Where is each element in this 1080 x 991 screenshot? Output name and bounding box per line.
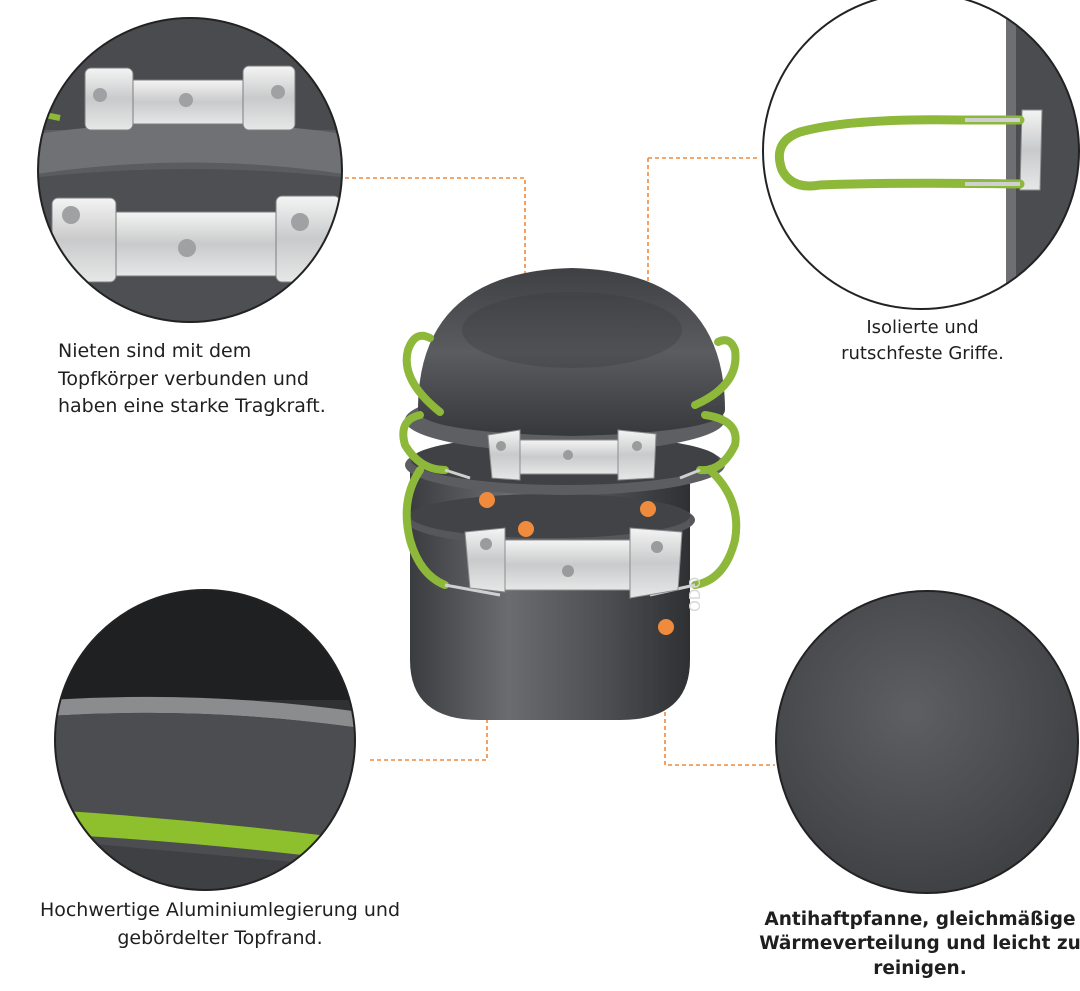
detail-circle-handles (762, 0, 1080, 310)
caption-coating-line-1: Antihaftpfanne, gleichmäßige (764, 909, 1076, 930)
marker-dots (479, 492, 674, 635)
detail-circle-rivets (37, 17, 343, 323)
marker-dot-coating (658, 619, 674, 635)
marker-dot-alloy (479, 492, 495, 508)
caption-handles-line-1: Isolierte und (866, 317, 979, 338)
detail-circle-coating (775, 590, 1079, 894)
marker-dot-rivets (518, 521, 534, 537)
caption-coating-line-3: reinigen. (873, 957, 967, 979)
caption-rivets-line-1: Nieten sind mit dem (58, 340, 252, 362)
caption-coating: Antihaftpfanne, gleichmäßige Wärmevertei… (750, 908, 1080, 981)
product-marking: ODO (686, 577, 704, 612)
caption-handles: Isolierte und rutschfeste Griffe. (800, 315, 1045, 367)
caption-alloy-line-1: Hochwertige Aluminiumlegierung und (39, 899, 401, 921)
pot-set-image: ODO (399, 268, 741, 720)
caption-alloy: Hochwertige Aluminiumlegierung und gebör… (0, 897, 440, 952)
caption-coating-line-2: Wärmeverteilung und leicht zu (759, 933, 1080, 955)
caption-rivets-line-2: Topfkörper verbunden und (58, 367, 309, 390)
caption-rivets-line-3: haben eine starke Tragkraft. (58, 395, 326, 418)
caption-handles-line-2: rutschfeste Griffe. (841, 343, 1004, 365)
marker-dot-handles (640, 501, 656, 517)
caption-rivets: Nieten sind mit dem Topfkörper verbunden… (58, 338, 326, 421)
detail-circle-alloy (54, 589, 356, 891)
caption-alloy-line-2: gebördelter Topfrand. (117, 926, 323, 949)
